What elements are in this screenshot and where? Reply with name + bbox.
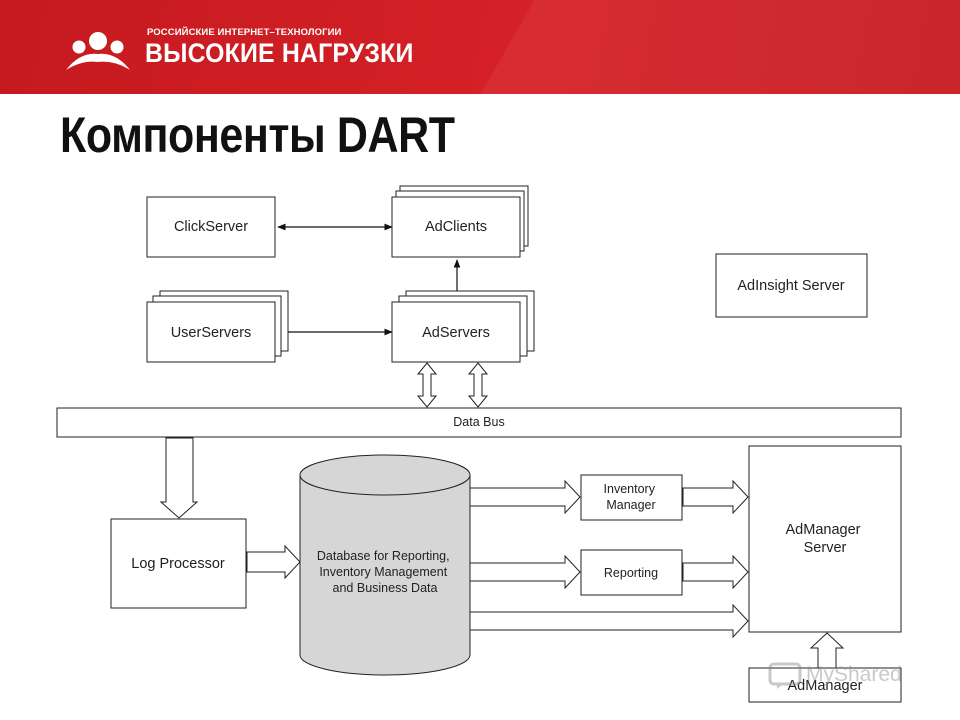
admanager-label: AdManager bbox=[788, 678, 863, 694]
database-label-line-1: Database for Reporting, bbox=[317, 549, 450, 563]
adclients-label: AdClients bbox=[425, 219, 487, 235]
admanager-box: AdManager bbox=[748, 667, 902, 703]
inventory-manager-box: Inventory Manager bbox=[580, 474, 683, 521]
adservers-box: AdServers bbox=[391, 290, 535, 363]
database-cylinder: Database for Reporting, Inventory Manage… bbox=[299, 454, 471, 676]
adinsight-server-label: AdInsight Server bbox=[737, 278, 844, 294]
reporting-admanager-arrow bbox=[682, 554, 749, 590]
logprocessor-database-arrow bbox=[246, 544, 301, 580]
admanager-server-label-line-1: AdManager bbox=[786, 522, 861, 538]
log-processor-label: Log Processor bbox=[131, 556, 225, 572]
header-banner: РОССИЙСКИЕ ИНТЕРНЕТ–ТЕХНОЛОГИИ ВЫСОКИЕ Н… bbox=[0, 0, 960, 94]
admanager-server-label: AdManager Server bbox=[786, 522, 865, 556]
database-label-line-2: Inventory Management bbox=[319, 565, 447, 579]
admanager-server-box: AdManager Server bbox=[748, 445, 902, 633]
adclients-box: AdClients bbox=[391, 185, 529, 258]
logo-subtitle: РОССИЙСКИЕ ИНТЕРНЕТ–ТЕХНОЛОГИИ bbox=[147, 27, 342, 38]
inventory-manager-label: Inventory Manager bbox=[604, 482, 659, 512]
adinsight-server-box: AdInsight Server bbox=[715, 253, 868, 318]
reporting-label: Reporting bbox=[604, 566, 658, 580]
userservers-box: UserServers bbox=[146, 290, 289, 363]
clickserver-box: ClickServer bbox=[146, 196, 276, 258]
adservers-label: AdServers bbox=[422, 325, 490, 341]
database-label: Database for Reporting, Inventory Manage… bbox=[317, 549, 453, 595]
database-reporting-arrow bbox=[469, 554, 581, 590]
admanager-server-arrow bbox=[809, 632, 845, 669]
data-bus: Data Bus bbox=[56, 407, 902, 438]
inventory-manager-label-line-2: Manager bbox=[606, 498, 655, 512]
databus-logprocessor-arrow bbox=[159, 437, 199, 519]
adservers-databus-arrow-left bbox=[416, 362, 438, 408]
logo-title: ВЫСОКИЕ НАГРУЗКИ bbox=[145, 38, 414, 68]
log-processor-box: Log Processor bbox=[110, 518, 247, 609]
admanager-server-label-line-2: Server bbox=[804, 540, 847, 556]
database-label-line-3: and Business Data bbox=[333, 581, 438, 595]
inventory-manager-label-line-1: Inventory bbox=[604, 482, 656, 496]
clickserver-label: ClickServer bbox=[174, 219, 248, 235]
reporting-box: Reporting bbox=[580, 549, 683, 596]
adservers-databus-arrow-right bbox=[467, 362, 489, 408]
userservers-label: UserServers bbox=[171, 325, 252, 341]
data-bus-label: Data Bus bbox=[453, 415, 504, 429]
database-inventory-arrow bbox=[469, 479, 581, 515]
page-title: Компоненты DART bbox=[60, 107, 455, 163]
inventory-admanager-arrow bbox=[682, 479, 749, 515]
database-admanager-arrow bbox=[469, 603, 749, 639]
people-logo-icon bbox=[66, 32, 130, 70]
